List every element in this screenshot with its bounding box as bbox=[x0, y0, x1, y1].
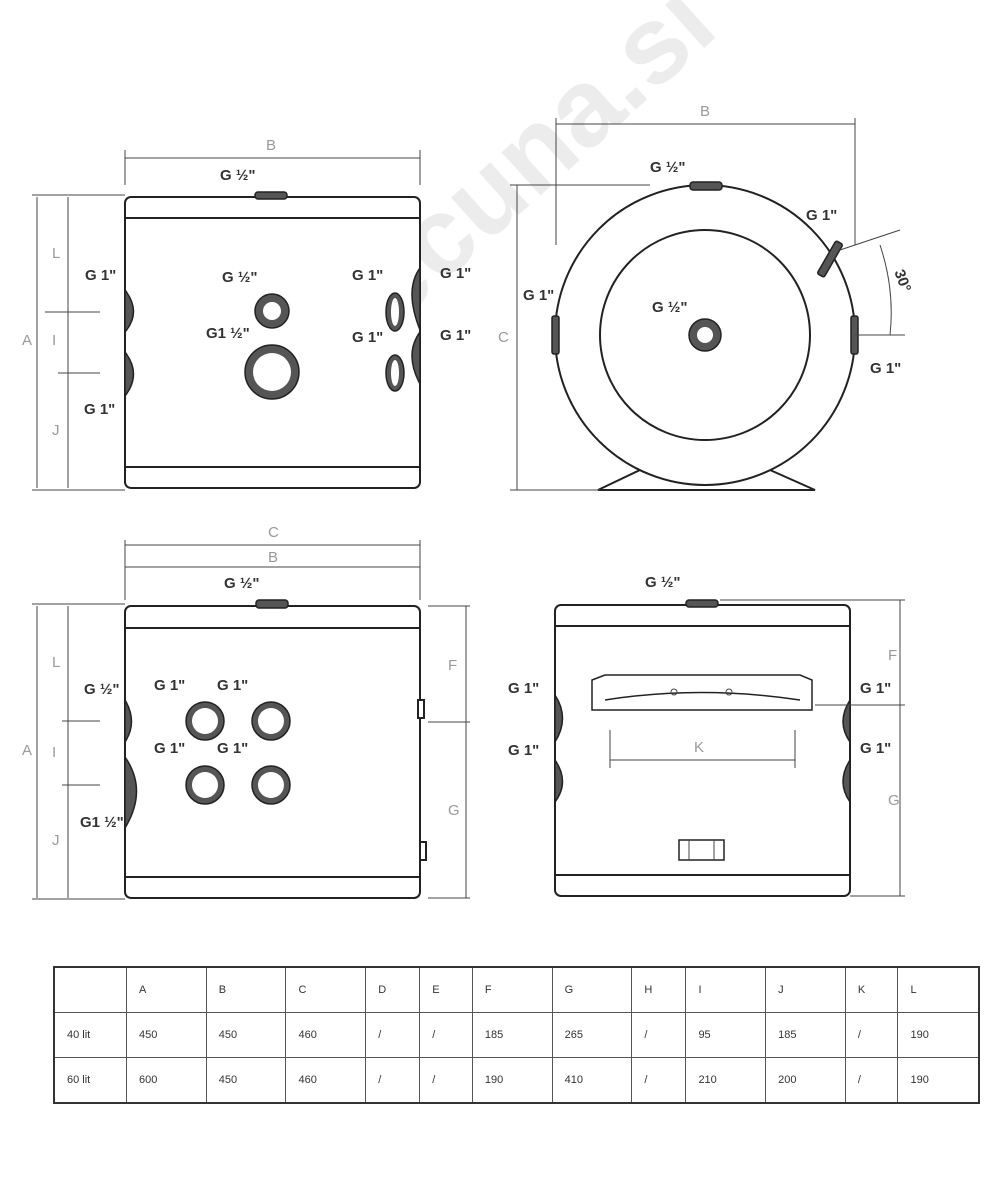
dim-B: B bbox=[266, 137, 276, 154]
label-right-lower: G 1" bbox=[440, 327, 471, 344]
dim-I-bottom: I bbox=[52, 744, 56, 761]
header-cell: D bbox=[365, 966, 421, 1013]
dim-F: F bbox=[448, 657, 457, 674]
dim-C: C bbox=[268, 524, 279, 541]
cell: 190 bbox=[897, 1012, 980, 1058]
cell: 600 bbox=[126, 1057, 207, 1104]
label-left-lower: G 1" bbox=[84, 401, 115, 418]
cell: 210 bbox=[685, 1057, 767, 1104]
label-side-right: G 1" bbox=[870, 360, 901, 377]
label-back-top: G ½" bbox=[645, 574, 680, 591]
cell: 185 bbox=[765, 1012, 846, 1058]
label-center-large: G1 ½" bbox=[206, 325, 250, 342]
label-back-right-lower: G 1" bbox=[860, 740, 891, 757]
header-cell: B bbox=[205, 966, 287, 1013]
cell: 265 bbox=[551, 1012, 633, 1058]
label-center-small: G ½" bbox=[222, 269, 257, 286]
label-side-center: G ½" bbox=[652, 299, 687, 316]
label-coil-1: G 1" bbox=[154, 677, 185, 694]
header-cell: E bbox=[419, 966, 473, 1013]
label-top: G ½" bbox=[220, 167, 255, 184]
cell: 40 lit bbox=[53, 1012, 127, 1058]
cell: 190 bbox=[897, 1057, 980, 1104]
view-front-top-left: B A L I J G ½" G ½" G1 ½" G 1" G 1" G 1"… bbox=[22, 137, 471, 491]
header-cell: G bbox=[551, 966, 633, 1013]
header-cell: L bbox=[897, 966, 980, 1013]
label-back-left-lower: G 1" bbox=[508, 742, 539, 759]
cell: / bbox=[844, 1012, 899, 1058]
label-right-lower-inner: G 1" bbox=[352, 329, 383, 346]
header-cell: F bbox=[471, 966, 553, 1013]
view-back: K F G G ½" G 1" G 1" G 1" G 1" bbox=[508, 574, 905, 897]
cell: 200 bbox=[765, 1057, 846, 1104]
header-cell: I bbox=[685, 966, 767, 1013]
dim-J: J bbox=[52, 422, 60, 439]
dim-G-back: G bbox=[888, 792, 900, 809]
header-cell: H bbox=[631, 966, 687, 1013]
cell: 185 bbox=[471, 1012, 553, 1058]
cell: 190 bbox=[471, 1057, 553, 1104]
header-cell: A bbox=[126, 966, 207, 1013]
cell: 460 bbox=[285, 1057, 367, 1104]
dim-F-back: F bbox=[888, 647, 897, 664]
cell: 450 bbox=[205, 1057, 287, 1104]
dim-I: I bbox=[52, 332, 56, 349]
label-back-right-upper: G 1" bbox=[860, 680, 891, 697]
label-back-left-upper: G 1" bbox=[508, 680, 539, 697]
cell: / bbox=[365, 1012, 421, 1058]
dim-B-side: B bbox=[700, 103, 710, 120]
dim-K: K bbox=[694, 739, 704, 756]
cell: 410 bbox=[551, 1057, 633, 1104]
dim-B-bottom: B bbox=[268, 549, 278, 566]
label-side-top: G ½" bbox=[650, 159, 685, 176]
angle-label: 30° bbox=[891, 267, 915, 294]
cell: / bbox=[365, 1057, 421, 1104]
header-cell bbox=[53, 966, 127, 1013]
label-left-b: G ½" bbox=[84, 681, 119, 698]
cell: / bbox=[419, 1057, 473, 1104]
label-left-upper: G 1" bbox=[85, 267, 116, 284]
label-top-b: G ½" bbox=[224, 575, 259, 592]
dim-L-bottom: L bbox=[52, 654, 60, 671]
cell: 95 bbox=[685, 1012, 767, 1058]
cell: 60 lit bbox=[53, 1057, 127, 1104]
cell: / bbox=[419, 1012, 473, 1058]
label-coil-2: G 1" bbox=[217, 677, 248, 694]
dim-L: L bbox=[52, 245, 60, 262]
label-coil-3: G 1" bbox=[154, 740, 185, 757]
dim-G: G bbox=[448, 802, 460, 819]
header-cell: K bbox=[844, 966, 899, 1013]
cell: / bbox=[844, 1057, 899, 1104]
label-left-lower-b: G1 ½" bbox=[80, 814, 124, 831]
label-side-upper-right: G 1" bbox=[806, 207, 837, 224]
label-right-upper: G 1" bbox=[440, 265, 471, 282]
header-cell: J bbox=[765, 966, 846, 1013]
view-front-bottom-left: C B A L I J F G G ½" G ½" G1 ½" G 1" G 1… bbox=[22, 524, 470, 900]
drawing: B A L I J G ½" G ½" G1 ½" G 1" G 1" G 1"… bbox=[22, 103, 915, 900]
cell: 450 bbox=[126, 1012, 207, 1058]
dim-A-bottom: A bbox=[22, 742, 32, 759]
dim-C-side: C bbox=[498, 329, 509, 346]
label-side-left: G 1" bbox=[523, 287, 554, 304]
dim-A: A bbox=[22, 332, 32, 349]
dim-J-bottom: J bbox=[52, 832, 60, 849]
cell: / bbox=[631, 1012, 687, 1058]
label-right-upper-inner: G 1" bbox=[352, 267, 383, 284]
cell: 460 bbox=[285, 1012, 367, 1058]
label-coil-4: G 1" bbox=[217, 740, 248, 757]
cell: / bbox=[631, 1057, 687, 1104]
header-cell: C bbox=[285, 966, 367, 1013]
cell: 450 bbox=[205, 1012, 287, 1058]
view-side-circle: B C G ½" G ½" G 1" G 1" G 1" 30° bbox=[498, 103, 915, 491]
